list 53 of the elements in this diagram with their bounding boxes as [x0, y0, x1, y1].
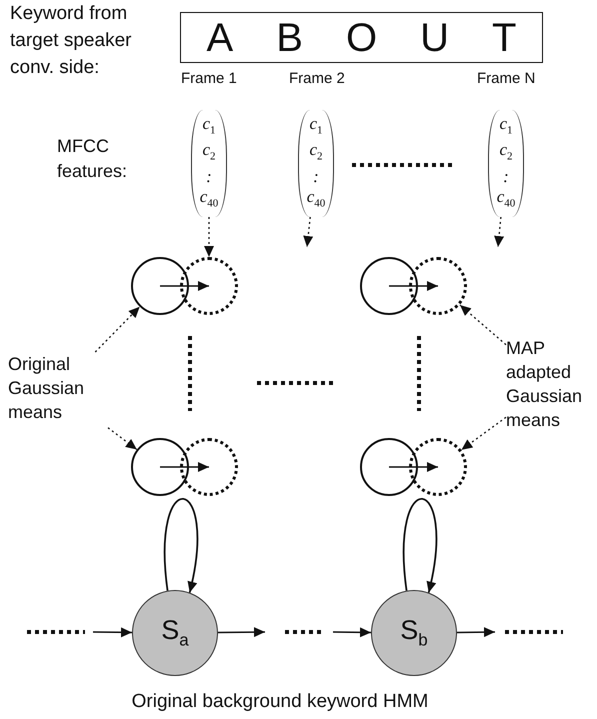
self-loop-arrow — [402, 498, 438, 593]
vector-component: c$_{2}$ — [309, 140, 323, 165]
keyword-letter: A — [206, 18, 234, 58]
arrow — [160, 462, 209, 472]
leader-arrow — [461, 416, 506, 450]
state-label: S$_{b}$ — [400, 615, 428, 651]
vector-component: c$_{1}$ — [499, 114, 513, 138]
vector-component: : — [313, 166, 319, 187]
arrow — [494, 216, 504, 248]
adapted-gaussian-circle — [409, 257, 467, 315]
vector-component: c$_{40}$ — [306, 186, 326, 212]
adapted-gaussian-circle — [180, 438, 238, 496]
gaussian-circle — [131, 438, 189, 496]
vector-component: c$_{2}$ — [499, 140, 513, 165]
leader-arrow — [108, 427, 138, 450]
vector-component: c$_{2}$ — [202, 140, 216, 165]
arrow — [332, 627, 372, 638]
arrow — [303, 216, 314, 248]
caption: Original background keyword HMM — [130, 690, 430, 714]
vector-component: c$_{1}$ — [309, 114, 323, 138]
arrow — [160, 281, 209, 291]
arrow — [389, 281, 438, 291]
state-label: S$_{a}$ — [161, 615, 189, 651]
adapted-gaussian-circle — [409, 438, 467, 496]
keyword-box — [180, 12, 543, 63]
keyword-letter: T — [492, 18, 516, 58]
self-loop-arrow — [164, 498, 198, 593]
label-text: MFCC features: — [57, 135, 128, 183]
arrow — [218, 627, 265, 638]
leader-arrow — [460, 304, 506, 346]
label-text: Frame N — [477, 70, 536, 88]
annotation-text: MAP adapted Gaussian means — [506, 338, 582, 430]
arrow — [204, 217, 214, 257]
heading-text: Keyword from target speaker conv. side: — [10, 2, 132, 80]
leader-arrow — [94, 306, 140, 352]
vector-component: : — [206, 166, 212, 187]
gaussian-circle — [131, 257, 189, 315]
gaussian-circle — [360, 438, 418, 496]
keyword-letter: B — [276, 18, 303, 58]
vector-component: c$_{1}$ — [202, 114, 216, 138]
vector-component: : — [503, 166, 509, 187]
annotation-text: Original Gaussian means — [8, 354, 84, 422]
arrow — [92, 627, 132, 638]
adapted-gaussian-circle — [180, 257, 238, 315]
keyword-letter: O — [346, 18, 378, 58]
label-text: Frame 1 — [181, 70, 238, 88]
arrow — [389, 462, 438, 472]
vector-component: c$_{40}$ — [496, 186, 516, 212]
keyword-letter: U — [420, 18, 449, 58]
gaussian-circle — [360, 257, 418, 315]
vector-component: c$_{40}$ — [200, 186, 218, 212]
label-text: Frame 2 — [289, 70, 346, 88]
arrow — [456, 627, 496, 638]
